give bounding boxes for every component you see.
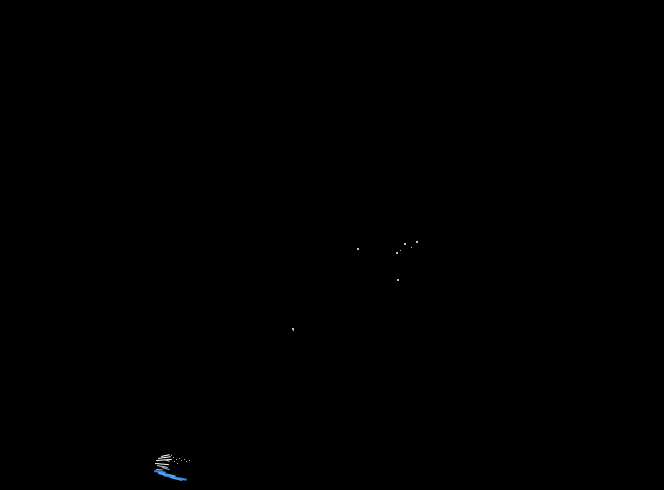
speck-point [174,461,175,462]
blue-streak [162,474,179,480]
white-streak [160,454,170,457]
blue-streak [157,472,176,478]
star-point [293,330,294,331]
speck-point [179,458,180,459]
speck-point [173,457,174,458]
star-point [416,241,418,243]
blue-streak [153,470,167,474]
star-point [404,243,406,245]
speck-point [177,463,178,464]
star-point [396,252,398,254]
bright-cluster [150,450,198,482]
star-point [292,328,294,330]
speck-point [171,455,172,456]
star-point [397,279,399,281]
white-streak [161,467,170,471]
speck-point [176,459,177,460]
speck-point [181,460,182,461]
blue-streak [169,476,183,482]
star-point [400,250,401,251]
star-point [411,247,412,248]
white-streak [155,458,172,461]
speck-point [189,460,190,461]
blue-streak [177,477,188,481]
speck-point [184,459,185,460]
star-point [357,248,359,250]
white-streak [157,456,171,459]
blue-streak [155,469,164,471]
white-streak [154,463,169,466]
white-streak [163,459,170,462]
white-streak [156,465,168,468]
speck-point [186,461,187,462]
